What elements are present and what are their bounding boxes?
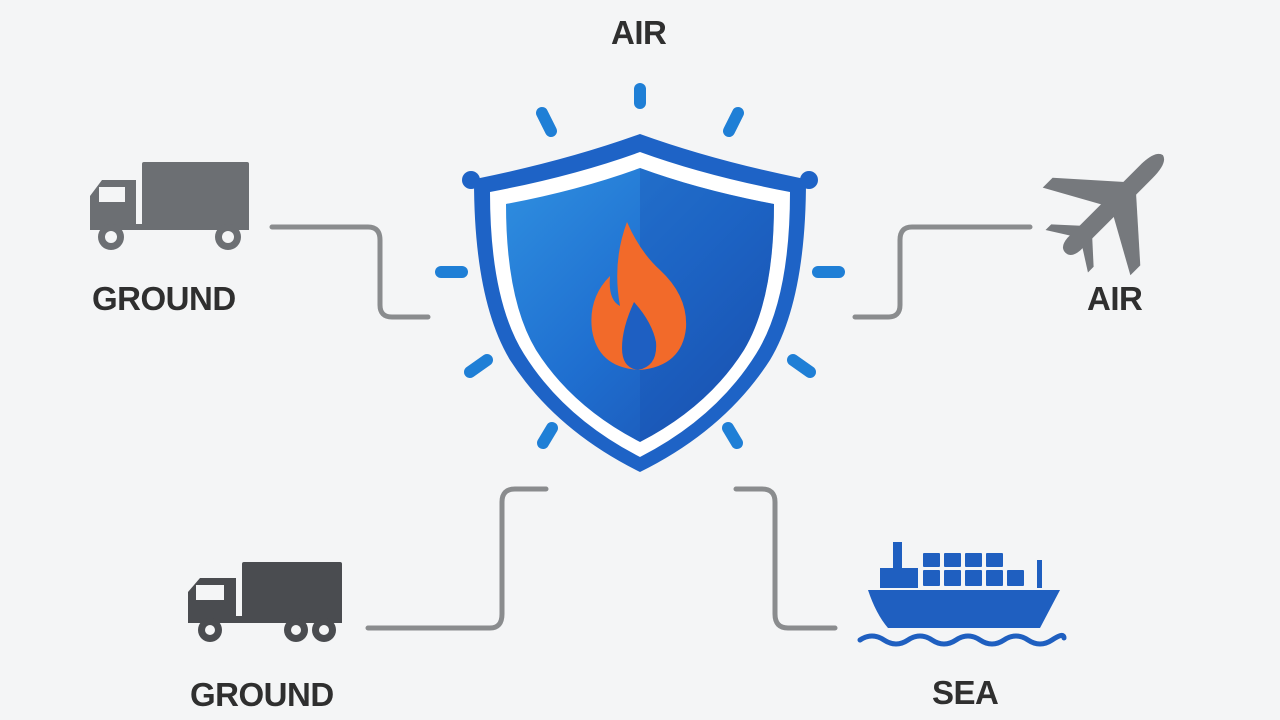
ray [787,354,816,378]
ray [723,107,744,137]
label-sea: SEA [932,674,999,711]
truck-wheel-hub [205,625,215,635]
ship-bridge [880,568,918,588]
truck-wheel-hub [291,625,301,635]
ray [722,422,743,449]
shield-corner-dot [462,171,480,189]
truck-icon [188,562,342,642]
label-ground-lower: GROUND [190,676,334,713]
truck-wheel-hub [319,625,329,635]
truck-window [196,585,224,600]
ship-container [965,570,982,586]
truck-wheel-hub [105,231,117,243]
airplane-icon [1042,153,1165,276]
ship-container [944,553,961,567]
connector-lines [269,224,1033,631]
ray [537,422,558,449]
plane-wing [1042,177,1125,205]
ship-mast [893,542,902,574]
ray [464,354,493,378]
ship-container [986,553,1003,567]
truck-cargo [142,162,249,230]
shield-flame-icon [462,134,818,472]
ship-crane [1037,560,1042,588]
truck-wheel-hub [222,231,234,243]
ship-container [923,553,940,567]
ship-container [923,570,940,586]
plane-tail [1045,224,1081,236]
flame-inner [622,302,657,370]
ship-container [965,553,982,567]
plane-body [1062,153,1165,256]
ship-hull [868,590,1060,628]
connector-ground-lower [365,486,549,631]
shield-right-shade [640,168,774,442]
ship-container [944,570,961,586]
ship-container [1007,570,1024,586]
shield-corner-dot [800,171,818,189]
shield-rays [435,83,845,449]
connector-sea [733,486,838,631]
label-air-top: AIR [611,14,667,51]
truck-icon [90,162,249,250]
plane-wing [1113,193,1141,276]
truck-window [99,187,125,202]
flame-icon [591,222,687,370]
ship-waves [857,632,1067,647]
truck-chassis [188,616,342,623]
label-ground-upper: GROUND [92,280,236,317]
ray [536,107,557,137]
ship-container [986,570,1003,586]
truck-cargo [242,562,342,622]
connector-air-right [852,224,1033,320]
label-air-right: AIR [1087,280,1143,317]
plane-tail [1082,237,1094,273]
connector-ground-upper [269,224,431,320]
cargo-ship-icon [857,542,1067,647]
truck-chassis [90,224,249,230]
